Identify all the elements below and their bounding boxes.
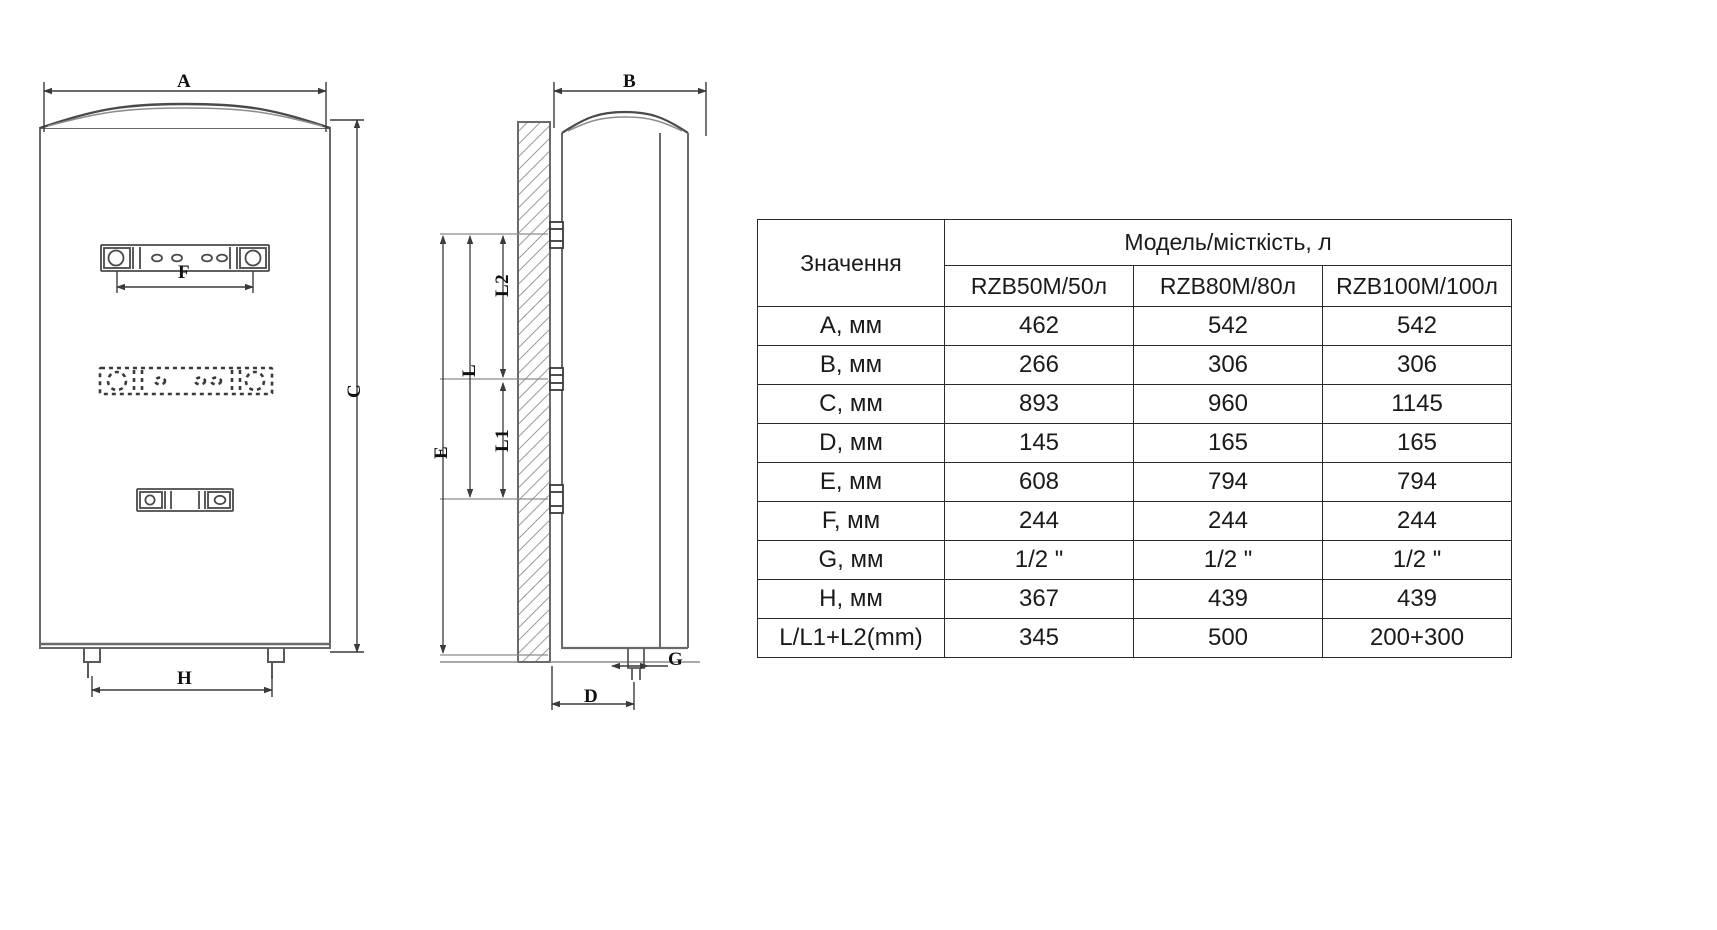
dimension-label-L1: L1 [492, 428, 513, 452]
cell-L-model3: 200+300 [1322, 618, 1512, 658]
row-param-G: G, мм [757, 540, 945, 580]
upper-mounting-bracket [100, 244, 270, 272]
table-body: A, мм 462 542 542 B, мм 266 306 306 C, м… [757, 306, 1512, 658]
header-parameter: Значення [757, 219, 945, 307]
wall-section [440, 121, 700, 663]
cell-H-model1: 367 [944, 579, 1134, 619]
row-param-C: C, мм [757, 384, 945, 424]
cell-H-model3: 439 [1322, 579, 1512, 619]
dimension-label-L: L [459, 363, 480, 377]
dimension-label-A: A [177, 71, 192, 92]
table-row: B, мм 266 306 306 [757, 345, 1512, 385]
dimension-label-B: B [623, 71, 637, 92]
cell-D-model1: 145 [944, 423, 1134, 463]
row-param-B: B, мм [757, 345, 945, 385]
dimension-line-A [43, 82, 327, 132]
table-row: H, мм 367 439 439 [757, 579, 1512, 619]
cell-E-model2: 794 [1133, 462, 1323, 502]
cell-C-model1: 893 [944, 384, 1134, 424]
row-param-A: A, мм [757, 306, 945, 346]
header-model-capacity-group: Модель/місткість, л [944, 219, 1512, 266]
cell-F-model2: 244 [1133, 501, 1323, 541]
dimension-line-D [551, 666, 635, 710]
dimension-line-H [91, 676, 273, 697]
header-model-3: RZB100M/100л [1322, 265, 1512, 307]
cell-L-model1: 345 [944, 618, 1134, 658]
row-param-F: F, мм [757, 501, 945, 541]
dimension-line-B [553, 82, 707, 136]
wall-hook-upper [549, 221, 564, 249]
cell-G-model3: 1/2 " [1322, 540, 1512, 580]
cell-D-model3: 165 [1322, 423, 1512, 463]
cell-A-model3: 542 [1322, 306, 1512, 346]
cell-E-model1: 608 [944, 462, 1134, 502]
cell-B-model3: 306 [1322, 345, 1512, 385]
dimension-label-D: D [584, 686, 599, 707]
dimension-label-L2: L2 [492, 273, 513, 297]
table-row: L/L1+L2(mm) 345 500 200+300 [757, 618, 1512, 658]
table-head: Значення Модель/місткість, л RZB50M/50л … [757, 219, 1512, 307]
cell-G-model1: 1/2 " [944, 540, 1134, 580]
dimension-label-C: C [344, 383, 365, 398]
side-view-body [561, 110, 689, 680]
header-model-2: RZB80M/80л [1133, 265, 1323, 307]
cell-C-model3: 1145 [1322, 384, 1512, 424]
middle-mounting-bracket-hidden [98, 366, 274, 396]
cell-F-model1: 244 [944, 501, 1134, 541]
cell-C-model2: 960 [1133, 384, 1323, 424]
cell-G-model2: 1/2 " [1133, 540, 1323, 580]
cell-A-model2: 542 [1133, 306, 1323, 346]
cell-L-model2: 500 [1133, 618, 1323, 658]
cell-H-model2: 439 [1133, 579, 1323, 619]
row-param-E: E, мм [757, 462, 945, 502]
cell-F-model3: 244 [1322, 501, 1512, 541]
dimension-label-F: F [178, 262, 191, 283]
table-header-group-row: Значення Модель/місткість, л [757, 219, 1512, 307]
table-row: E, мм 608 794 794 [757, 462, 1512, 502]
dimension-label-E: E [431, 445, 452, 459]
dimension-line-F [116, 271, 254, 293]
cell-E-model3: 794 [1322, 462, 1512, 502]
table-row: G, мм 1/2 " 1/2 " 1/2 " [757, 540, 1512, 580]
cell-D-model2: 165 [1133, 423, 1323, 463]
dimension-extension-lines [440, 233, 548, 656]
cell-B-model1: 266 [944, 345, 1134, 385]
wall-hook-lower [549, 484, 564, 514]
dimension-label-G: G [668, 649, 684, 670]
row-param-H: H, мм [757, 579, 945, 619]
specification-table-container: Значення Модель/місткість, л RZB50M/50л … [757, 219, 1512, 658]
table-row: D, мм 145 165 165 [757, 423, 1512, 463]
dimension-label-H: H [177, 668, 193, 689]
row-param-D: D, мм [757, 423, 945, 463]
specification-table: Значення Модель/місткість, л RZB50M/50л … [757, 219, 1512, 658]
row-param-L: L/L1+L2(mm) [757, 618, 945, 658]
table-row: A, мм 462 542 542 [757, 306, 1512, 346]
front-view-body [39, 102, 331, 678]
table-row: C, мм 893 960 1145 [757, 384, 1512, 424]
header-model-1: RZB50M/50л [944, 265, 1134, 307]
cell-B-model2: 306 [1133, 345, 1323, 385]
cell-A-model1: 462 [944, 306, 1134, 346]
table-header-model-row: RZB50M/50л RZB80M/80л RZB100M/100л [758, 265, 1512, 307]
wall-hook-middle [549, 367, 564, 391]
table-row: F, мм 244 244 244 [757, 501, 1512, 541]
lower-mounting-bracket [136, 488, 234, 512]
dimension-line-C [330, 119, 364, 653]
